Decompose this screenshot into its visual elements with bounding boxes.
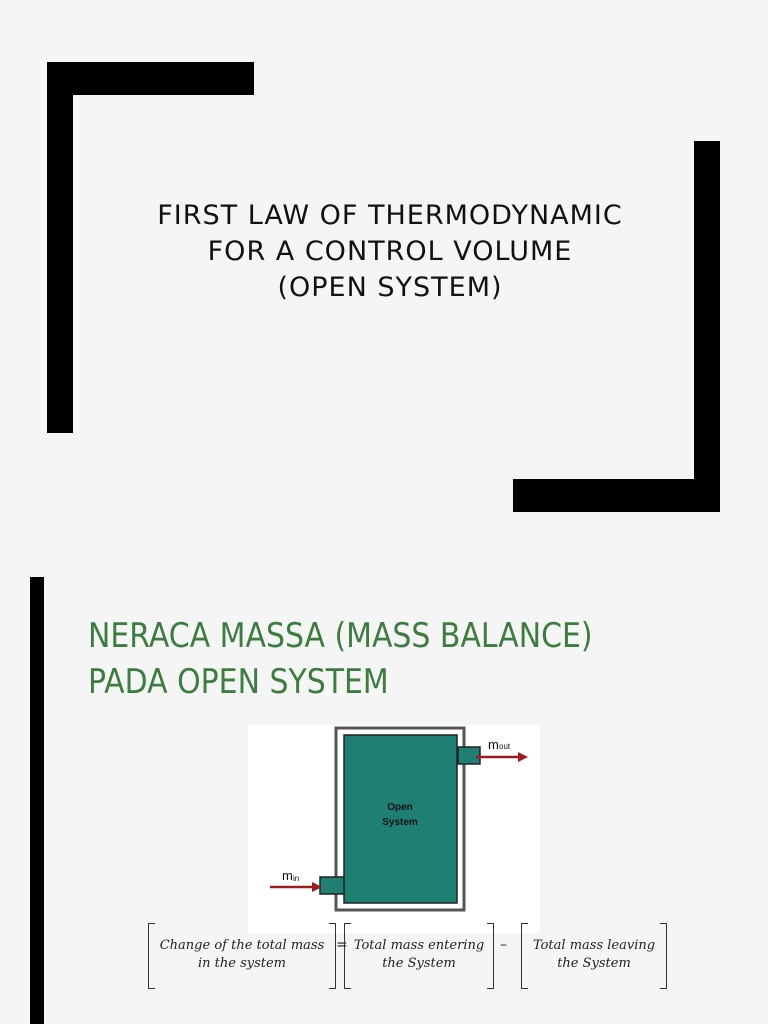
- bracket-right: [660, 923, 667, 989]
- box-label-system: System: [382, 817, 418, 828]
- equation-term-entering: Total mass entering the System: [344, 923, 494, 991]
- corner-bracket-top: [47, 62, 254, 95]
- inlet-pipe: [319, 876, 345, 895]
- bracket-right: [329, 923, 336, 989]
- corner-bracket-right: [694, 141, 720, 512]
- bracket-left: [521, 923, 528, 989]
- open-system-box: [343, 734, 458, 904]
- m-out-label: m: [488, 737, 499, 752]
- term-entering-text: Total mass entering the System: [353, 938, 485, 971]
- bracket-right: [487, 923, 494, 989]
- open-system-svg: Open System m out m in: [270, 726, 528, 912]
- open-system-diagram: Open System m out m in: [248, 725, 540, 933]
- minus-sign: –: [500, 937, 507, 953]
- corner-bracket-bottom: [513, 479, 720, 512]
- equals-sign: =: [336, 937, 348, 953]
- slide-title-text: FIRST LAW OF THERMODYNAMIC FOR A CONTROL…: [157, 200, 623, 303]
- bracket-left: [148, 923, 155, 989]
- inlet-arrow-head: [312, 882, 322, 892]
- equation-term-change: Change of the total mass in the system: [148, 923, 336, 991]
- outlet-pipe: [457, 746, 481, 765]
- slide-mass-balance: NERACA MASSA (MASS BALANCE) PADA OPEN SY…: [0, 555, 768, 1024]
- slide-heading: NERACA MASSA (MASS BALANCE) PADA OPEN SY…: [88, 616, 593, 702]
- term-change-text: Change of the total mass in the system: [159, 938, 325, 971]
- m-in-label: m: [282, 868, 293, 883]
- corner-bracket-left: [47, 62, 73, 433]
- slide-title: FIRST LAW OF THERMODYNAMIC FOR A CONTROL…: [47, 62, 720, 512]
- box-label-open: Open: [387, 802, 413, 813]
- equation-term-leaving: Total mass leaving the System: [521, 923, 667, 991]
- bracket-left: [344, 923, 351, 989]
- m-out-subscript: out: [499, 742, 511, 751]
- outlet-arrow-head: [518, 752, 528, 762]
- accent-bar: [30, 577, 44, 1024]
- term-leaving-text: Total mass leaving the System: [532, 938, 656, 971]
- m-in-subscript: in: [293, 874, 299, 883]
